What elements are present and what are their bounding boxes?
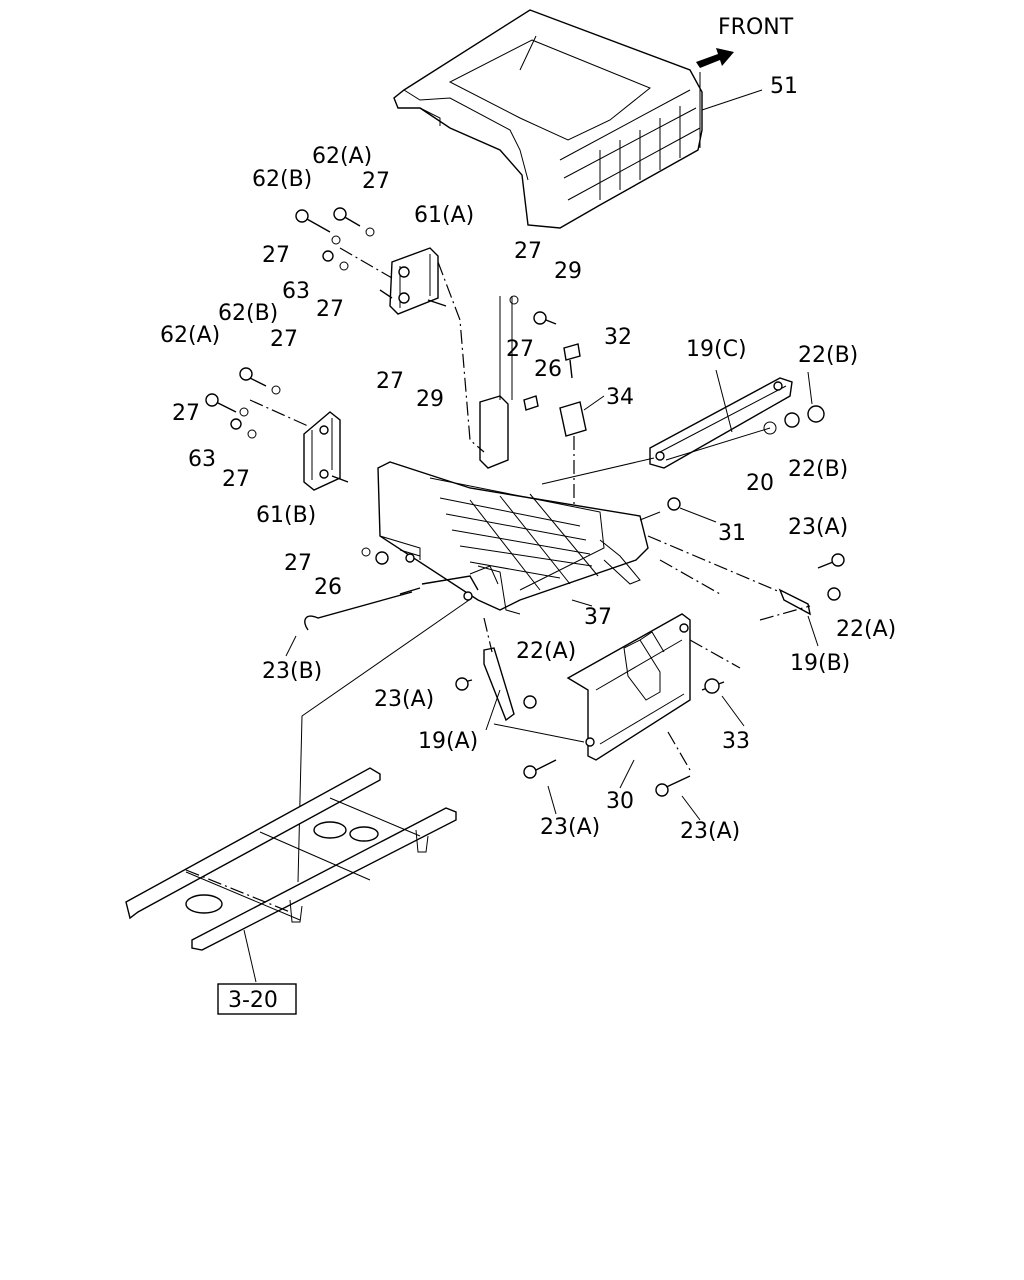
callout-20: 20 xyxy=(746,471,774,496)
cover-51 xyxy=(393,9,703,229)
front-arrow-icon xyxy=(696,48,734,68)
callout-51: 51 xyxy=(770,74,798,99)
callout-29-mid: 29 xyxy=(416,387,444,412)
callout-27-d: 27 xyxy=(514,239,542,264)
callout-37: 37 xyxy=(584,605,612,630)
reference-label: 3-20 xyxy=(228,988,278,1013)
callout-22a-mid: 22(A) xyxy=(516,639,576,664)
stay-19b xyxy=(647,535,845,621)
callout-22a-right: 22(A) xyxy=(836,617,896,642)
callout-61a: 61(A) xyxy=(414,203,474,228)
callout-62b-mid: 62(B) xyxy=(218,301,278,326)
callout-labels: 51 62(A) 62(B) 27 61(A) 27 63 27 27 29 3… xyxy=(160,74,896,844)
bracket-61b xyxy=(205,367,349,491)
nut-26-lower xyxy=(361,547,389,565)
callout-23b: 23(B) xyxy=(262,659,322,684)
callout-19a: 19(A) xyxy=(418,729,478,754)
callout-26-top: 26 xyxy=(534,357,562,382)
callout-27-b: 27 xyxy=(262,243,290,268)
callout-62a-mid: 62(A) xyxy=(160,323,220,348)
callout-33: 33 xyxy=(722,729,750,754)
front-label: FRONT xyxy=(718,15,794,40)
nut-31 xyxy=(667,497,717,523)
callout-22b-mid: 22(B) xyxy=(788,457,848,482)
reference-box-3-20[interactable]: 3-20 xyxy=(217,983,297,1015)
callout-31: 31 xyxy=(718,521,746,546)
callout-63-top: 63 xyxy=(282,279,310,304)
callout-27-g: 27 xyxy=(376,369,404,394)
bolt-32-clip-34 xyxy=(523,343,587,570)
stay-19a xyxy=(455,617,585,743)
callout-34: 34 xyxy=(606,385,634,410)
bracket-30 xyxy=(523,613,741,797)
chassis-frame xyxy=(125,767,457,983)
callout-19b: 19(B) xyxy=(790,651,850,676)
callout-27-c: 27 xyxy=(316,297,344,322)
callout-22b-top: 22(B) xyxy=(798,343,858,368)
callout-27-e: 27 xyxy=(270,327,298,352)
front-indicator: FRONT xyxy=(696,15,794,68)
tray-frame-37 xyxy=(377,461,661,615)
callout-27-a: 27 xyxy=(362,169,390,194)
callout-26-bot: 26 xyxy=(314,575,342,600)
callout-23a-mid: 23(A) xyxy=(374,687,434,712)
bracket-upper-mid xyxy=(437,261,557,469)
callout-62a-top: 62(A) xyxy=(312,144,372,169)
callout-23a-bl: 23(A) xyxy=(540,815,600,840)
callout-63-mid: 63 xyxy=(188,447,216,472)
hook-bolt-23b xyxy=(304,575,479,631)
callout-27-j: 27 xyxy=(284,551,312,576)
callout-62b-top: 62(B) xyxy=(252,167,312,192)
leader-lines xyxy=(285,89,819,821)
frame-reference-line xyxy=(297,597,473,883)
callout-61b: 61(B) xyxy=(256,503,316,528)
callout-30: 30 xyxy=(606,789,634,814)
bracket-61a xyxy=(295,207,447,315)
callout-23a-br: 23(A) xyxy=(680,819,740,844)
callout-19c: 19(C) xyxy=(686,337,747,362)
callout-27-f: 27 xyxy=(506,337,534,362)
callout-27-i: 27 xyxy=(222,467,250,492)
reference-box-frame xyxy=(217,983,297,1015)
callout-29-top: 29 xyxy=(554,259,582,284)
rail-19c xyxy=(541,377,825,485)
callout-27-h: 27 xyxy=(172,401,200,426)
callout-23a-right: 23(A) xyxy=(788,515,848,540)
callout-32: 32 xyxy=(604,325,632,350)
